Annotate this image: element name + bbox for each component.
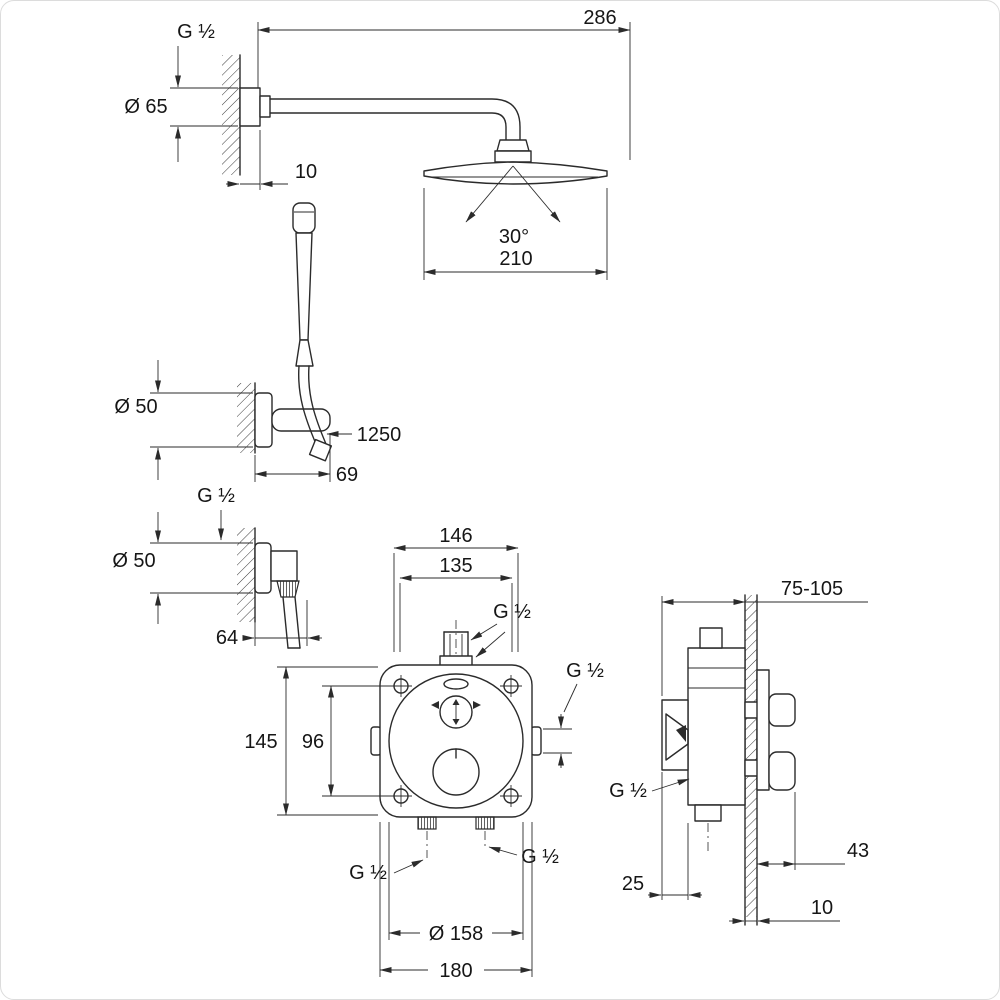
dim-knob-protrusion-label: 43 bbox=[847, 840, 869, 862]
dim-valve-bottom-left-thread-label: G ½ bbox=[349, 862, 387, 884]
dim-arm-length bbox=[257, 22, 631, 160]
dim-install-depth bbox=[661, 596, 868, 696]
leader-valve-top-thread bbox=[470, 623, 506, 658]
temperature-knob bbox=[431, 695, 481, 729]
valve-front-view bbox=[370, 620, 542, 858]
dim-hose-length-label: 1250 bbox=[357, 424, 402, 446]
wall-section-outlet bbox=[237, 527, 256, 623]
dim-rosette-dia-label: Ø 158 bbox=[429, 923, 483, 945]
dim-wall-thickness-top bbox=[226, 130, 288, 190]
dim-outlet-depth-label: 64 bbox=[216, 627, 238, 649]
shower-head bbox=[423, 161, 608, 185]
dim-head-dia bbox=[423, 188, 608, 280]
dim-plate-width bbox=[379, 822, 533, 977]
dim-valve-145 bbox=[277, 666, 378, 816]
outlet-elbow bbox=[254, 542, 301, 649]
dim-valve-135 bbox=[399, 575, 513, 652]
shower-arm bbox=[239, 87, 532, 163]
dim-holder-dia-label: Ø 50 bbox=[114, 396, 157, 418]
dim-holder-depth-label: 69 bbox=[336, 464, 358, 486]
dim-flange-dia-label: Ø 65 bbox=[124, 96, 167, 118]
hand-shower bbox=[292, 202, 333, 462]
dim-valve-146 bbox=[393, 545, 519, 652]
dim-valve-bottom-right-thread-label: G ½ bbox=[521, 846, 559, 868]
dim-valve-side-thread-label: G ½ bbox=[566, 660, 604, 682]
dim-knob-protrusion bbox=[756, 792, 845, 870]
dim-arm-length-label: 286 bbox=[583, 7, 616, 29]
dim-rosette-dia bbox=[388, 822, 524, 940]
leader-valve-bottom-right-thread bbox=[488, 845, 564, 868]
dim-valve-96 bbox=[322, 685, 395, 797]
mounting-screw bbox=[500, 675, 522, 697]
dim-side-25 bbox=[648, 772, 702, 900]
shower-holder bbox=[254, 392, 331, 448]
bottom-outlet-stub bbox=[475, 816, 495, 830]
side-temp-knob bbox=[768, 693, 796, 727]
dim-side-25-label: 25 bbox=[622, 873, 644, 895]
wall-section-shower-arm bbox=[222, 54, 241, 176]
dim-valve-145-label: 145 bbox=[244, 731, 277, 753]
brand-oval bbox=[443, 678, 469, 690]
dim-flange-dia bbox=[170, 46, 238, 162]
dim-outlet-depth bbox=[242, 600, 322, 646]
wall-section-holder bbox=[237, 382, 256, 454]
dim-outlet-dia-label: Ø 50 bbox=[112, 550, 155, 572]
dim-plate-width-label: 180 bbox=[439, 960, 472, 982]
dim-outlet-thread-label: G ½ bbox=[197, 485, 235, 507]
dim-valve-side-thread bbox=[543, 683, 578, 768]
valve-side-view bbox=[661, 627, 796, 852]
dim-wall-thickness-side-label: 10 bbox=[811, 897, 833, 919]
bottom-outlet-stub bbox=[417, 816, 437, 830]
swivel-angle-indicator bbox=[465, 165, 561, 223]
dim-valve-top-thread-label: G ½ bbox=[493, 601, 531, 623]
dim-arm-thread-label: G ½ bbox=[177, 21, 215, 43]
mounting-screw bbox=[500, 785, 522, 807]
dim-install-depth-label: 75-105 bbox=[781, 578, 843, 600]
side-volume-knob bbox=[768, 751, 796, 791]
dim-outlet-dia bbox=[150, 512, 253, 624]
dim-wall-thickness-top-label: 10 bbox=[295, 161, 317, 183]
dim-valve-96-label: 96 bbox=[302, 731, 324, 753]
leader-side-thread bbox=[651, 778, 690, 792]
dim-side-thread-label: G ½ bbox=[609, 780, 647, 802]
valve-plate bbox=[379, 664, 533, 818]
dim-holder-depth bbox=[254, 433, 331, 482]
dim-valve-146-label: 146 bbox=[439, 525, 472, 547]
dim-holder-dia bbox=[150, 360, 253, 480]
dim-head-dia-label: 210 bbox=[499, 248, 532, 270]
valve-rosette bbox=[388, 673, 524, 809]
dim-swivel-angle-label: 30° bbox=[499, 226, 529, 248]
dim-valve-135-label: 135 bbox=[439, 555, 472, 577]
volume-knob bbox=[432, 748, 480, 796]
